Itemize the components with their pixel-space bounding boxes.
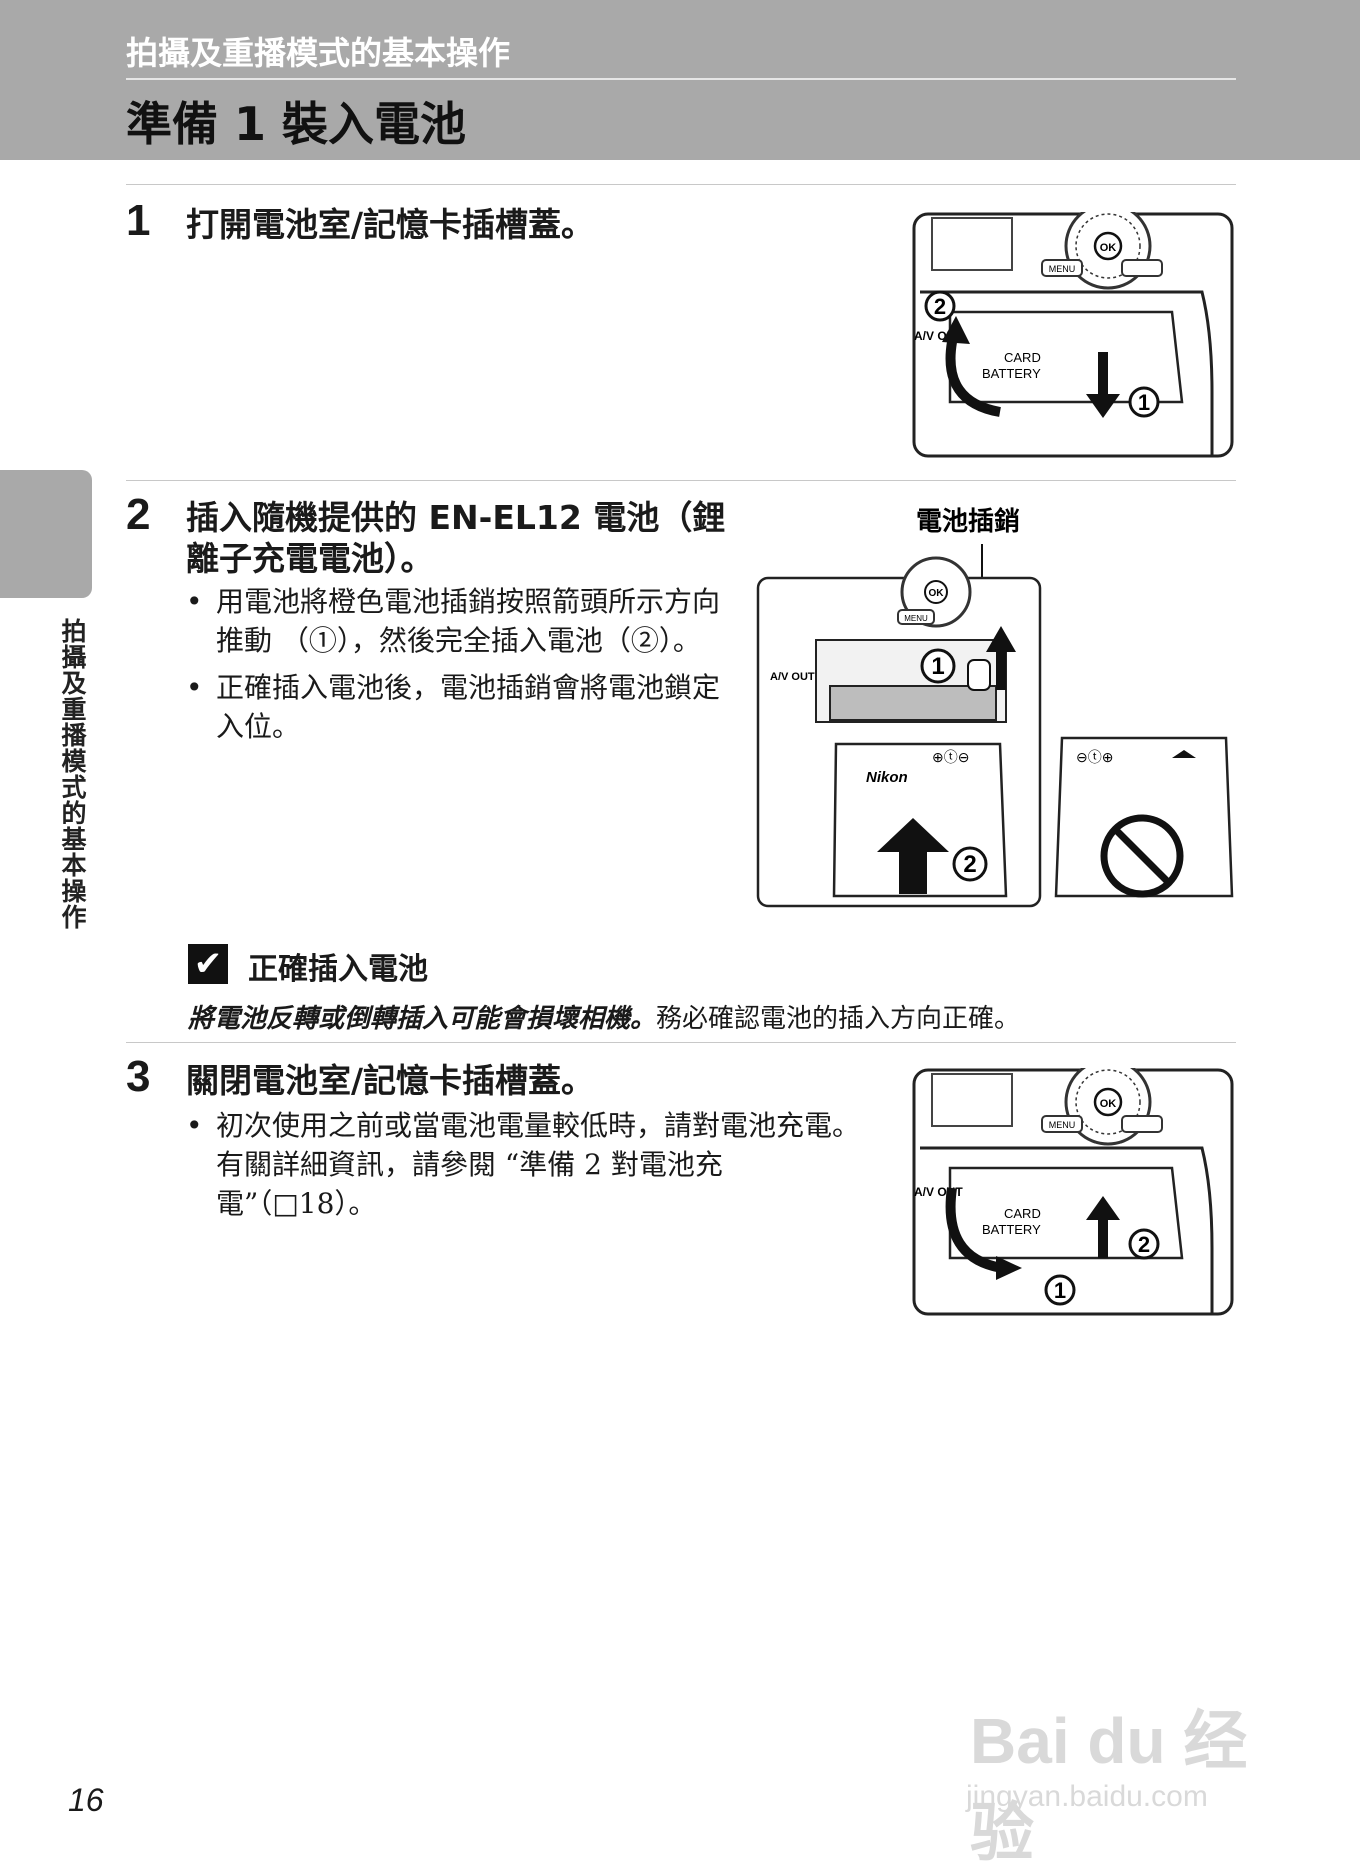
note-emphasis: 將電池反轉或倒轉插入可能會損壞相機。: [188, 1004, 657, 1034]
list-item: •用電池將橙色電池插銷按照箭頭所示方向推動 （①），然後完全插入電池（②）。: [186, 585, 721, 657]
step-number: 2: [126, 490, 151, 539]
step-2-bullets: •用電池將橙色電池插銷按照箭頭所示方向推動 （①），然後完全插入電池（②）。 •…: [186, 582, 726, 754]
note-text: 務必確認電池的插入方向正確。: [656, 1004, 1021, 1034]
prohibited-icon: [1100, 814, 1184, 898]
cover-battery-label: BATTERY: [982, 366, 1041, 381]
arrow-step-2-marker: 2: [934, 294, 946, 319]
cover-battery-label: BATTERY: [982, 1222, 1041, 1237]
section-name: 拍攝及重播模式的基本操作: [126, 34, 511, 72]
watermark-url: jingyan.baidu.com: [966, 1780, 1208, 1813]
page-number: 16: [68, 1782, 104, 1818]
watermark-main: Bai du 经验: [970, 1705, 1248, 1869]
watermark-logo: Bai du 经验 jingyan.baidu.com: [960, 1680, 1280, 1869]
step-title: 插入隨機提供的 EN-EL12 電池（鋰離子充電電池）。: [186, 498, 726, 578]
section-header: 拍攝及重播模式的基本操作 準備 1 裝入電池: [0, 0, 1360, 160]
header-divider: [126, 78, 1236, 80]
step-divider: [126, 1042, 1236, 1043]
arrow-step-1-marker: 1: [1138, 390, 1150, 415]
ok-button-label: OK: [1100, 242, 1117, 254]
bullet-text: 用電池將橙色電池插銷按照箭頭所示方向推動 （①），然後完全插入電池（②）。: [216, 585, 721, 657]
insert-step-2-marker: 2: [963, 851, 976, 878]
latch-step-1-marker: 1: [931, 653, 944, 680]
chapter-tab: [0, 470, 92, 598]
arrow-step-2-marker: 2: [1138, 1232, 1150, 1257]
step-title: 打開電池室/記憶卡插槽蓋。: [186, 205, 595, 244]
step-title: 關閉電池室/記憶卡插槽蓋。: [186, 1061, 595, 1100]
battery-brand-label: Nikon: [866, 769, 908, 786]
battery-insert-figure: 電池插銷 OK MENU A/V OUT 1 Nikon ⊕ⓣ⊖ 2 ⊖ⓣ⊕: [756, 500, 1236, 910]
step-divider: [126, 480, 1236, 481]
menu-button-label: MENU: [904, 614, 928, 623]
step-number: 1: [126, 196, 151, 245]
cover-card-label: CARD: [1004, 350, 1041, 365]
camera-close-cover-figure: OK MENU A/V OUT CARD BATTERY 2 1: [912, 1068, 1234, 1316]
note-body: 將電池反轉或倒轉插入可能會損壞相機。務必確認電池的插入方向正確。: [188, 998, 1020, 1035]
av-out-port-label: A/V OUT: [770, 671, 815, 683]
ok-button-label: OK: [929, 588, 945, 599]
cover-card-label: CARD: [1004, 1206, 1041, 1221]
step-3-bullets: •初次使用之前或當電池電量較低時，請對電池充電。有關詳細資訊，請參閱 “準備 2…: [186, 1106, 876, 1231]
arrow-step-1-marker: 1: [1054, 1278, 1066, 1303]
page-title: 準備 1 裝入電池: [126, 97, 467, 151]
chapter-vertical-label: 拍攝及重播模式的基本操作: [58, 618, 87, 930]
bullet-text: 初次使用之前或當電池電量較低時，請對電池充電。有關詳細資訊，請參閱 “準備 2 …: [216, 1109, 861, 1220]
list-item: •初次使用之前或當電池電量較低時，請對電池充電。有關詳細資訊，請參閱 “準備 2…: [186, 1109, 861, 1220]
battery-terminal-icons: ⊖ⓣ⊕: [1076, 749, 1113, 765]
note-title: 正確插入電池: [248, 952, 428, 987]
menu-button-label: MENU: [1049, 1120, 1076, 1130]
step-divider: [126, 184, 1236, 185]
ok-button-label: OK: [1100, 1098, 1117, 1110]
bullet-text: 正確插入電池後，電池插銷會將電池鎖定入位。: [216, 671, 721, 743]
battery-terminal-icons: ⊕ⓣ⊖: [932, 749, 969, 765]
step-number: 3: [126, 1052, 151, 1101]
menu-button-label: MENU: [1049, 264, 1076, 274]
check-icon: ✔: [188, 944, 228, 984]
camera-open-cover-figure: OK MENU A/V OUT CARD BATTERY 2 1: [912, 212, 1234, 458]
list-item: •正確插入電池後，電池插銷會將電池鎖定入位。: [186, 671, 721, 743]
battery-latch-label: 電池插銷: [916, 506, 1020, 537]
